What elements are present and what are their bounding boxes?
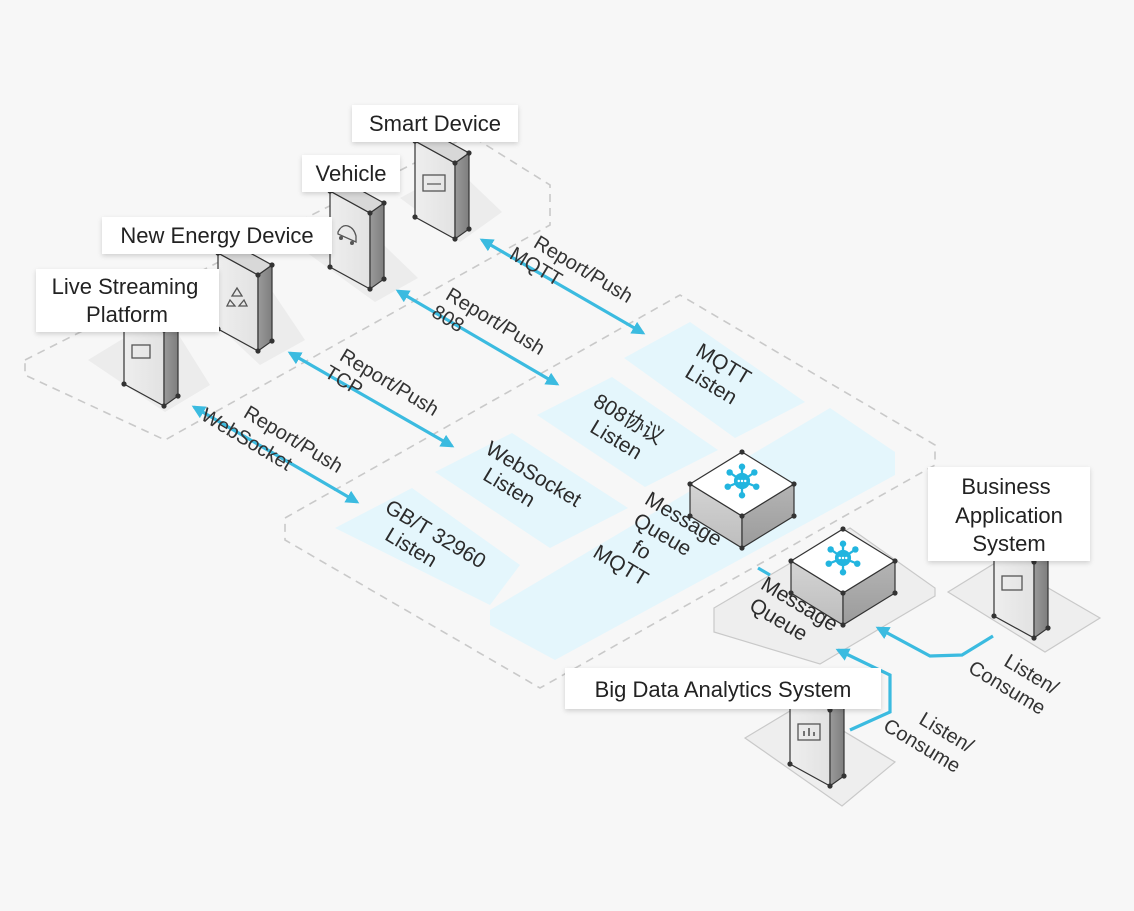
websocket-arrow — [191, 405, 360, 504]
monitor-icon — [131, 344, 151, 359]
mqtt-listen-zone — [624, 322, 805, 438]
big-data-label: Big Data Analytics System — [565, 668, 881, 709]
big-data-cabinet — [786, 674, 848, 790]
business-label-line-2: Application — [955, 503, 1063, 528]
listener-region-outline — [284, 294, 936, 689]
app-screen-icon — [1001, 575, 1023, 591]
smart-device-label-text: Smart Device — [369, 111, 501, 136]
device-panel-icon — [422, 174, 446, 192]
live-streaming-label: Live Streaming Platform — [36, 269, 219, 332]
vehicle-label-text: Vehicle — [316, 161, 387, 186]
new-energy-cabinet — [214, 239, 276, 355]
808-listen-zone — [537, 377, 718, 487]
live-streaming-label-line-2: Platform — [86, 302, 168, 327]
gbt-listen-zone — [335, 488, 520, 605]
smart-device-cabinet — [411, 127, 473, 243]
car-icon — [337, 224, 357, 244]
808-arrow — [395, 289, 560, 386]
business-cabinet — [990, 526, 1052, 642]
live-streaming-label-line-1: Live Streaming — [52, 274, 199, 299]
websocket-listen-zone — [435, 433, 628, 548]
business-label-line-3: System — [972, 531, 1045, 556]
business-label-line-1: Business — [961, 474, 1050, 499]
new-energy-label-text: New Energy Device — [120, 223, 313, 248]
recycle-icon — [225, 286, 249, 307]
mqtt-arrow — [479, 238, 646, 335]
new-energy-label: New Energy Device — [102, 217, 332, 254]
device-region-outline — [24, 134, 551, 441]
business-label: Business Application System — [928, 467, 1090, 561]
mq-link-line — [757, 566, 771, 577]
chart-icon — [797, 723, 821, 741]
mq-mqtt-zone — [490, 408, 895, 660]
big-data-label-text: Big Data Analytics System — [595, 677, 852, 702]
tcp-arrow — [287, 351, 455, 448]
live-streaming-cabinet — [120, 294, 182, 410]
smart-device-label: Smart Device — [352, 105, 518, 142]
business-consume-arrow — [875, 626, 994, 658]
vehicle-cabinet — [326, 177, 388, 293]
vehicle-label: Vehicle — [302, 155, 400, 192]
big-data-consume-arrow — [835, 648, 892, 732]
